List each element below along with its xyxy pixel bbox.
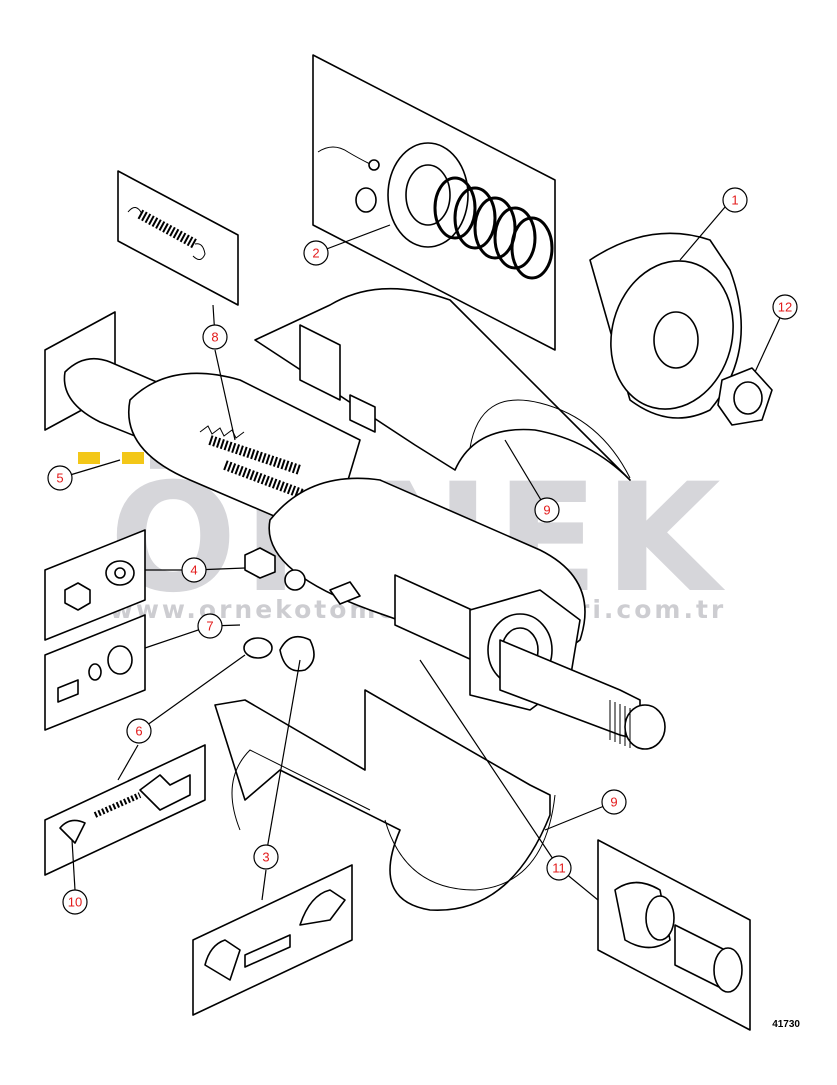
watermark-accent-left — [78, 452, 100, 464]
upper-cover — [254, 287, 631, 481]
svg-text:10: 10 — [68, 895, 82, 910]
callout-2: 2 — [303, 240, 329, 266]
svg-text:2: 2 — [312, 246, 319, 261]
svg-text:7: 7 — [206, 619, 213, 634]
splined-shaft — [499, 639, 666, 750]
callout-4: 4 — [181, 557, 207, 583]
watermark-accent-right — [122, 452, 144, 464]
ratchet-spring — [199, 425, 307, 500]
inset-clevis-rod — [44, 744, 206, 876]
callout-9-lower: 9 — [601, 789, 627, 815]
callout-5: 5 — [47, 465, 73, 491]
part-drum — [589, 232, 743, 419]
axle-assembly — [44, 311, 666, 750]
callouts: 1 2 3 4 5 6 7 8 9 9 10 11 12 — [47, 187, 798, 915]
callout-8: 8 — [202, 324, 228, 350]
inset-adjuster-links — [192, 864, 353, 1016]
inset-bushings — [597, 839, 751, 1031]
inset-spring — [117, 170, 239, 306]
inset-sensor-rings — [312, 54, 556, 351]
hardware-bits — [243, 547, 361, 672]
svg-text:9: 9 — [610, 795, 617, 810]
callout-11: 11 — [546, 855, 572, 881]
inset-bolt-washer — [44, 529, 146, 641]
svg-text:8: 8 — [211, 330, 218, 345]
spring-coil — [127, 207, 206, 260]
o-rings — [433, 176, 554, 280]
svg-text:4: 4 — [190, 563, 197, 578]
callout-12: 12 — [772, 294, 798, 320]
svg-text:9: 9 — [543, 503, 550, 518]
callout-10: 10 — [62, 889, 88, 915]
drawing-number: 41730 — [772, 1019, 800, 1030]
svg-text:11: 11 — [552, 861, 566, 876]
callout-3: 3 — [253, 844, 279, 870]
lower-cover — [214, 689, 556, 911]
callout-9-upper: 9 — [534, 497, 560, 523]
callout-6: 6 — [126, 718, 152, 744]
svg-text:12: 12 — [778, 300, 792, 315]
callout-1: 1 — [722, 187, 748, 213]
svg-text:3: 3 — [262, 850, 269, 865]
callout-7: 7 — [197, 613, 223, 639]
svg-text:6: 6 — [135, 724, 142, 739]
part-nut — [717, 367, 773, 426]
svg-text:5: 5 — [56, 471, 63, 486]
inset-pin-set — [44, 614, 146, 731]
svg-text:1: 1 — [731, 193, 738, 208]
